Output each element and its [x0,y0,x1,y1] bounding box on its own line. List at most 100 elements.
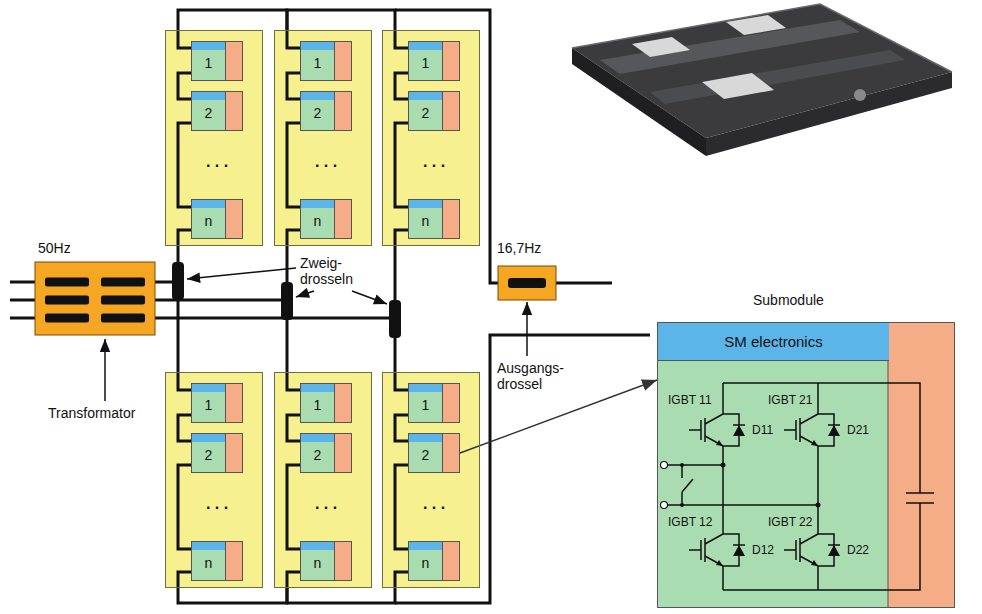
submodule-number: 1 [192,42,225,71]
leader-arrows-part [352,291,387,304]
wires-part [155,282,389,318]
electronics-band: SM electronics [658,323,889,361]
text-label: IGBT 11 [668,394,712,408]
wires-part [395,10,612,283]
submodule-number: 2 [192,434,225,463]
text-label: IGBT 12 [668,516,712,530]
wire [178,415,191,441]
wire [287,123,300,207]
wire [177,246,180,372]
submodule-circuit-part [661,462,668,469]
leader-arrows-part [187,268,296,279]
arm-wiring-group-part [178,30,191,246]
arm-fills-part [165,30,263,246]
igbt-module-photo-part [702,73,774,99]
text-label: 16,7Hz [497,240,541,256]
igbt-module-photo [572,4,952,156]
transformer-part-part [45,296,89,305]
arm-fills [165,30,480,588]
converter-arm: . . . 1 2 n [382,372,480,588]
wire [178,588,287,603]
arm-wiring-group-part [178,372,191,588]
arm-fills-part [382,30,480,246]
submodule-number: 1 [192,384,225,413]
submodule-circuit-part [680,463,684,467]
wire [395,73,408,99]
submodule-circuit-part [680,503,684,507]
wire [287,588,395,603]
submodule-number: 2 [409,434,442,463]
submodule-box: n [408,541,460,581]
submodule-circuit-part [689,534,745,566]
leader-arrows-part [526,302,528,356]
submodule-box: 1 [191,41,243,81]
wires-part [10,282,35,318]
submodule-detail-fill-part [888,322,955,608]
submodule-box: n [300,541,352,581]
text-label: Zweig- drosseln [300,255,364,287]
leader-arrows [105,268,527,401]
transformer-part-part [101,296,145,305]
transformer-part [45,278,145,323]
ellipsis-text: . . . [300,495,352,513]
submodule-circuit-part [667,383,934,590]
submodule-circuit-part [816,503,821,508]
text-label: Ausgangs- drossel [497,360,569,392]
arm-wiring-group-part [287,372,300,588]
submodule-detail-fill [657,322,955,608]
text-label: IGBT 21 [768,394,812,408]
arm-wiring-group-part [395,372,408,588]
ellipsis-text: . . . [191,495,243,513]
igbt-module-photo-part [572,4,952,138]
output-choke [498,266,556,300]
text-label: 50Hz [38,240,71,256]
text-label: D22 [847,544,869,558]
submodule-box: n [300,199,352,239]
submodule-box: 2 [191,91,243,131]
igbt-module-photo-part [572,4,952,72]
transformer-part-part [101,314,145,323]
wire [286,246,289,372]
wire [287,415,300,441]
submodule-number: n [409,200,442,229]
submodule-number: 1 [301,384,334,413]
wire [287,73,300,99]
arm-fills-part [274,30,372,246]
submodule-box: 2 [408,433,460,473]
ellipsis-text: . . . [191,153,243,171]
transformer-part-part [45,278,89,287]
submodule-circuit-part [661,502,668,509]
wire [178,465,191,549]
wires [10,10,650,603]
transformer [35,262,155,335]
submodule-circuit-part [721,463,726,468]
submodule-box: 2 [300,433,352,473]
submodule-number: n [409,542,442,571]
leader-arrows-part [104,339,106,401]
transformer-part [35,262,155,335]
submodule-box: n [191,199,243,239]
submodule-box: 1 [191,383,243,423]
ellipsis-text: . . . [408,495,460,513]
wire [287,465,300,549]
output-choke-part [508,278,546,288]
wire [287,10,395,30]
submodule-box: 1 [408,383,460,423]
submodule-circuit [661,383,935,590]
converter-arm: . . . 1 2 n [274,372,372,588]
text-label: D12 [752,544,774,558]
arm-fills-part [382,372,480,588]
submodule-box: 1 [408,41,460,81]
submodule-box: 2 [408,91,460,131]
arm-fills-part [274,372,372,588]
igbt-module-photo-part [854,89,866,101]
submodule-box: 1 [300,41,352,81]
submodule-number: 1 [409,42,442,71]
igbt-module-photo-part [726,15,786,35]
band-title: SM electronics [724,333,822,351]
submodule-detail-fill-part [888,322,889,608]
text-label: D21 [847,424,869,438]
arm-wiring-group-part [395,30,408,246]
submodule-box: 2 [300,91,352,131]
